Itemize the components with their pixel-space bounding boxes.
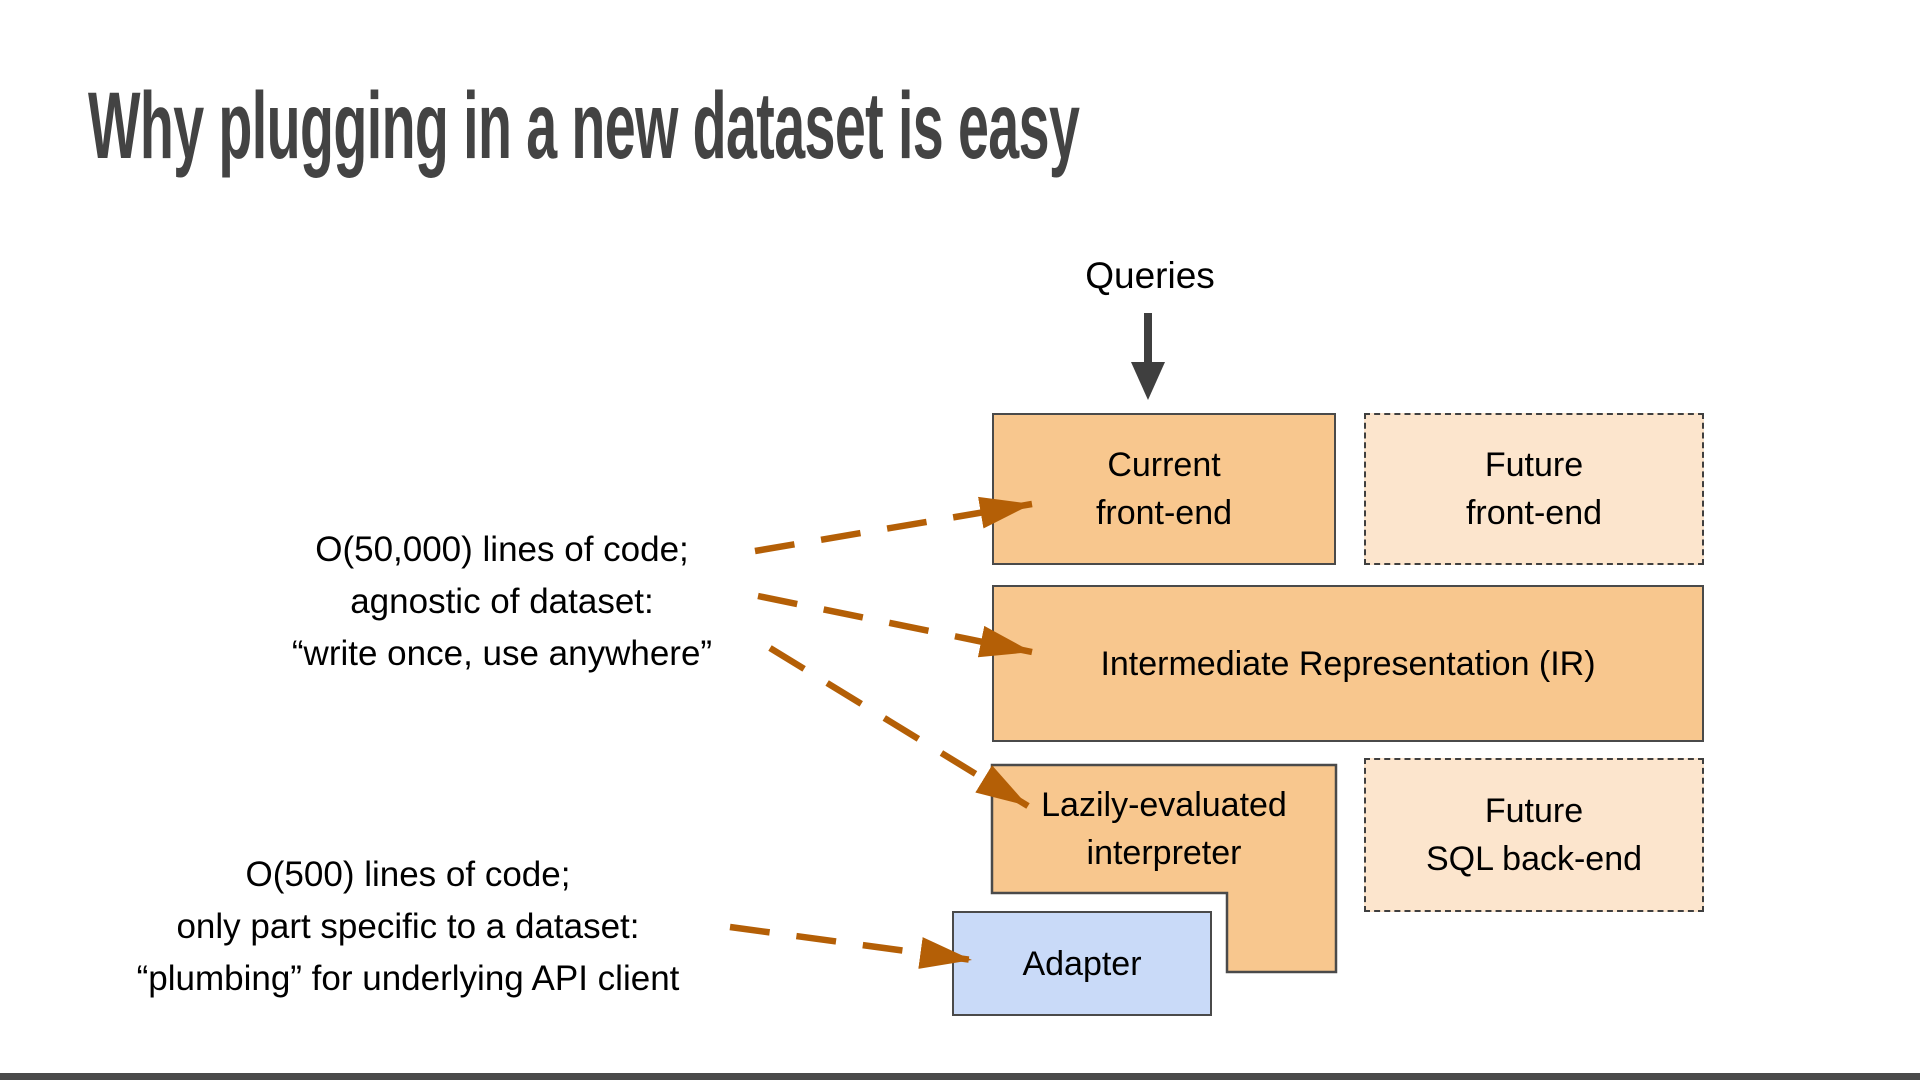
frontend-annotation: O(50,000) lines of code; agnostic of dat… [232, 524, 772, 680]
future-frontend-box: Future front-end [1364, 413, 1704, 565]
adapter-annotation-line3: “plumbing” for underlying API client [136, 959, 680, 998]
adapter-label: Adapter [1022, 944, 1142, 983]
future-frontend-label-line2: front-end [1465, 494, 1603, 532]
interpreter-label: Lazily-evaluated interpreter [992, 765, 1336, 893]
intermediate-representation-box: Intermediate Representation (IR) [992, 585, 1704, 742]
frontend-annotation-line3: “write once, use anywhere” [291, 634, 713, 673]
frontend-annotation-line2: agnostic of dataset: [350, 582, 654, 621]
adapter-annotation-line1: O(500) lines of code; [245, 855, 571, 894]
adapter-box: Adapter [952, 911, 1212, 1016]
adapter-annotation-line2: only part specific to a dataset: [176, 907, 640, 946]
current-frontend-label-line2: front-end [1095, 494, 1233, 532]
adapter-annotation: O(500) lines of code; only part specific… [88, 849, 728, 1005]
future-frontend-label-line1: Future [1484, 446, 1584, 484]
current-frontend-label-line1: Current [1107, 446, 1221, 484]
queries-label: Queries [1085, 255, 1215, 296]
future-sql-label-line2: SQL back-end [1425, 840, 1643, 878]
interpreter-label-line1: Lazily-evaluated [1041, 786, 1287, 824]
ir-label: Intermediate Representation (IR) [1100, 644, 1596, 683]
future-sql-label-line1: Future [1484, 792, 1584, 830]
page-title: Why plugging in a new dataset is easy [88, 73, 1080, 179]
interpreter-label-line2: interpreter [1086, 834, 1242, 872]
bottom-edge-bar [0, 1073, 1920, 1080]
current-frontend-box: Current front-end [992, 413, 1336, 565]
future-sql-backend-box: Future SQL back-end [1364, 758, 1704, 912]
frontend-annotation-line1: O(50,000) lines of code; [315, 530, 689, 569]
interpreter-box-shape [990, 763, 1338, 974]
